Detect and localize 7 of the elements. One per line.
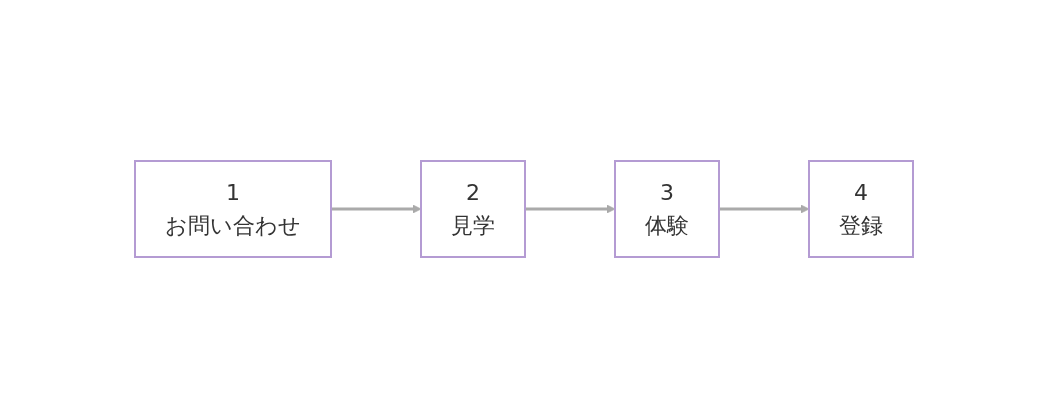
- node-box: 2 見学: [420, 160, 526, 258]
- node-box: 1 お問い合わせ: [134, 160, 332, 258]
- node-box: 4 登録: [808, 160, 914, 258]
- node-box: 3 体験: [614, 160, 720, 258]
- arrow: [525, 204, 616, 214]
- arrow: [719, 204, 810, 214]
- arrow: [331, 204, 422, 214]
